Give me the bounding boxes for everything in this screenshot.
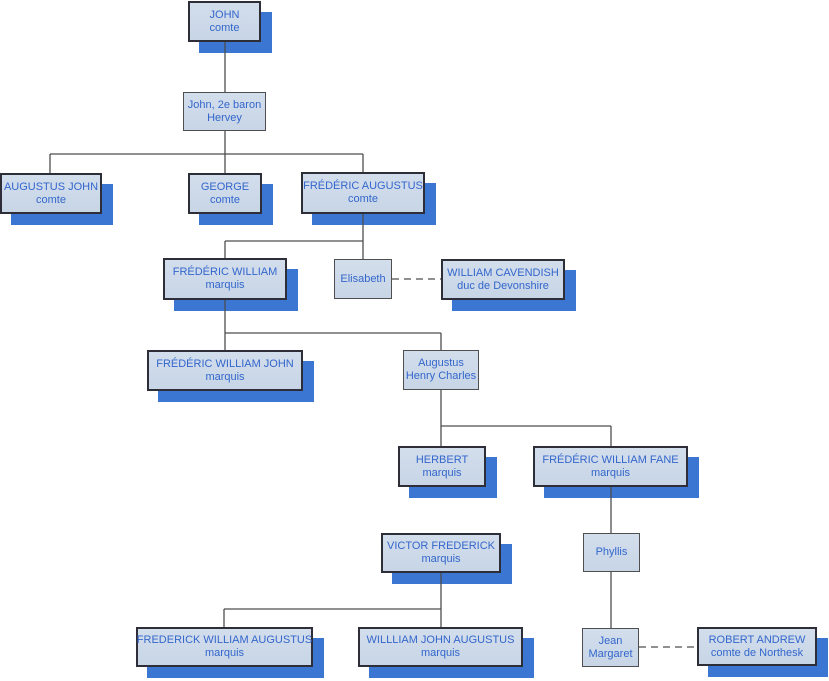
person-title: duc de Devonshire	[457, 279, 549, 292]
person-name: JOHN	[209, 8, 240, 21]
person-title: comte	[36, 193, 66, 206]
person-title: Henry Charles	[405, 370, 477, 382]
person-name: FRÉDÉRIC AUGUSTUS	[303, 180, 423, 192]
person-title: marquis	[422, 466, 462, 479]
person-name: Elisabeth	[340, 272, 386, 285]
person-title: marquis	[420, 647, 461, 659]
person-name: ROBERT ANDREW	[708, 633, 806, 646]
person-title: marquis	[205, 279, 245, 291]
person-title: marquis	[590, 466, 631, 479]
person-name: Jean	[598, 634, 623, 647]
person-title: comte	[210, 193, 240, 206]
person-title: Hervey	[207, 111, 242, 124]
person-name: Phyllis	[595, 546, 628, 558]
person-title: marquis	[421, 553, 461, 565]
person-title: comte de Northesk	[710, 646, 804, 659]
person-name: FRÉDÉRIC WILLIAM FANE	[542, 453, 679, 466]
person-name: FRÉDÉRIC WILLIAM	[172, 266, 278, 278]
person-name: WILLLIAM JOHN AUGUSTUS	[366, 634, 515, 646]
person-title: Margaret	[588, 647, 633, 660]
person-node-elisabeth[interactable]: Elisabeth	[334, 259, 392, 299]
person-title: marquis	[205, 370, 245, 383]
person-title: comte	[348, 193, 378, 205]
person-name: HERBERT	[415, 453, 469, 466]
person-name: VICTOR FREDERICK	[387, 540, 495, 552]
person-name: John, 2e baron	[187, 98, 262, 111]
person-name: FREDERICK WILLIAM AUGUSTUS	[136, 634, 313, 646]
person-name: Augustus	[418, 357, 464, 369]
person-title: comte	[209, 21, 240, 34]
person-name: GEORGE	[200, 180, 250, 193]
person-title: marquis	[204, 647, 245, 659]
person-node-phyllis[interactable]: Phyllis	[583, 533, 640, 572]
person-name: WILLIAM CAVENDISH	[447, 266, 559, 279]
person-name: FRÉDÉRIC WILLIAM JOHN	[156, 357, 294, 370]
person-name: AUGUSTUS JOHN	[3, 180, 99, 193]
